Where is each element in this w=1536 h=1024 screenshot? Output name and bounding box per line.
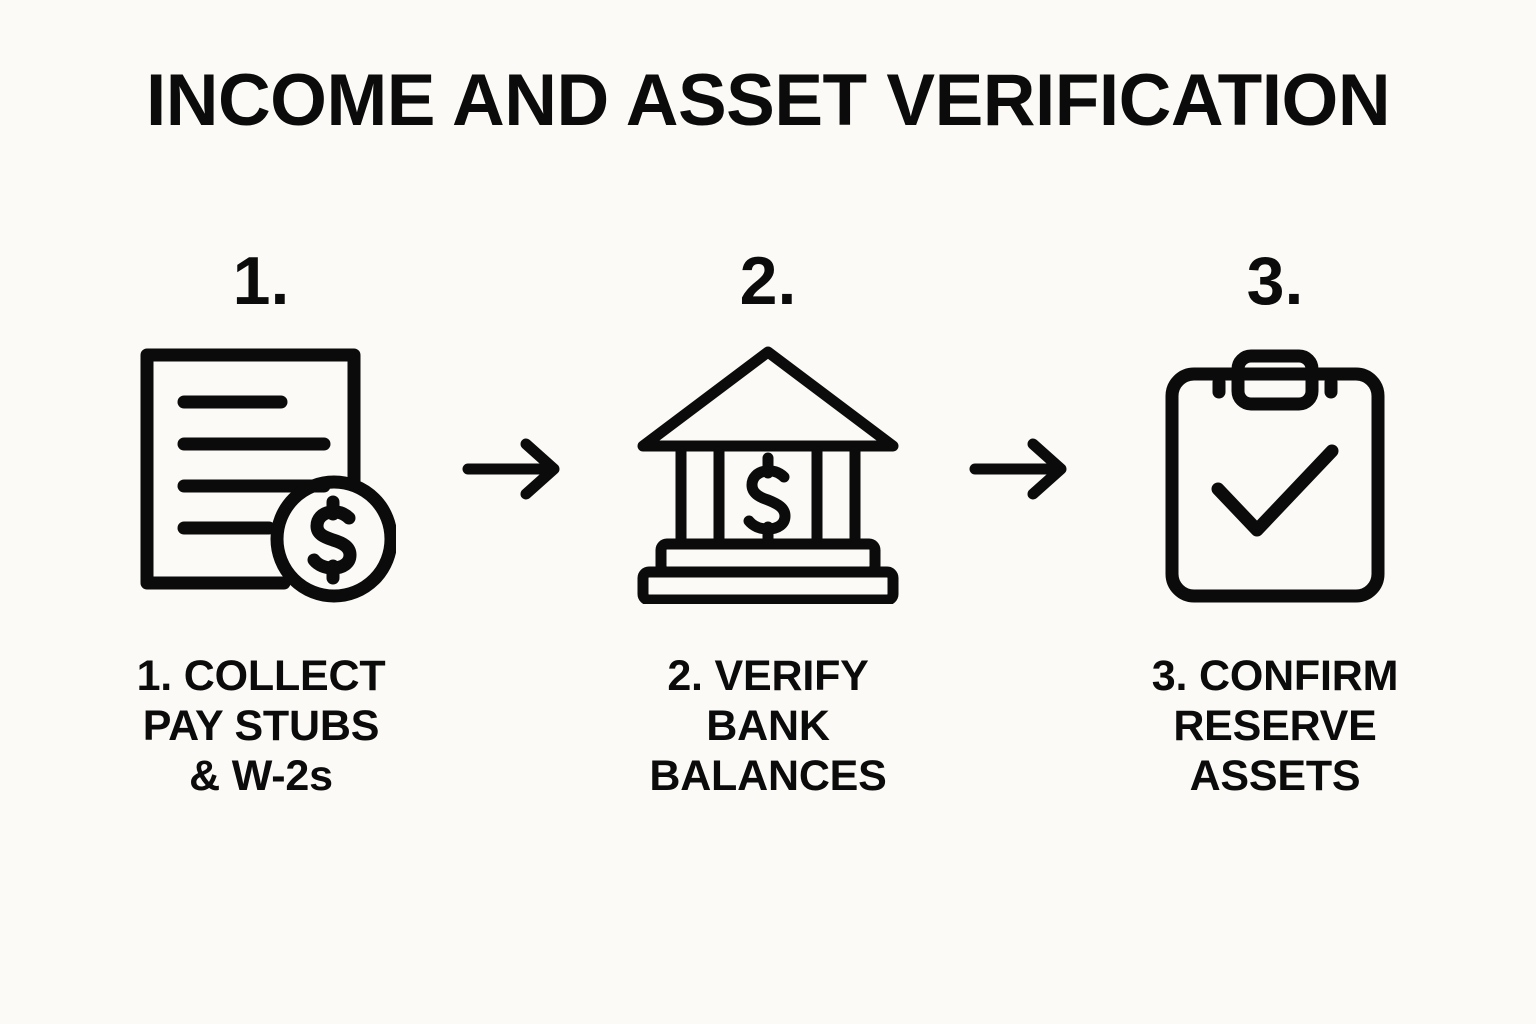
steps-row: 1. 1. COLLECT PAY	[96, 240, 1440, 860]
step-3: 3. 3. CONFIRM RESERVE ASSETS	[1110, 240, 1440, 802]
clipboard-with-checkmark-icon	[1140, 334, 1410, 604]
step-2-number: 2.	[739, 243, 797, 319]
step-1-label: 1. COLLECT PAY STUBS & W-2s	[136, 652, 386, 800]
bank-building-with-dollar-icon	[633, 334, 903, 604]
step-3-number: 3.	[1246, 243, 1304, 319]
step-1-number: 1.	[232, 243, 290, 319]
step-3-label: 3. CONFIRM RESERVE ASSETS	[1151, 652, 1399, 800]
step-1: 1. 1. COLLECT PAY	[96, 240, 426, 802]
step-2: 2.	[603, 240, 933, 802]
step-2-label: 2. VERIFY BANK BALANCES	[649, 652, 887, 800]
arrow-right-icon	[962, 334, 1082, 604]
arrow-right-icon	[455, 334, 575, 604]
document-with-dollar-coin-icon	[126, 334, 396, 604]
page-title: INCOME AND ASSET VERIFICATION	[145, 60, 1391, 141]
